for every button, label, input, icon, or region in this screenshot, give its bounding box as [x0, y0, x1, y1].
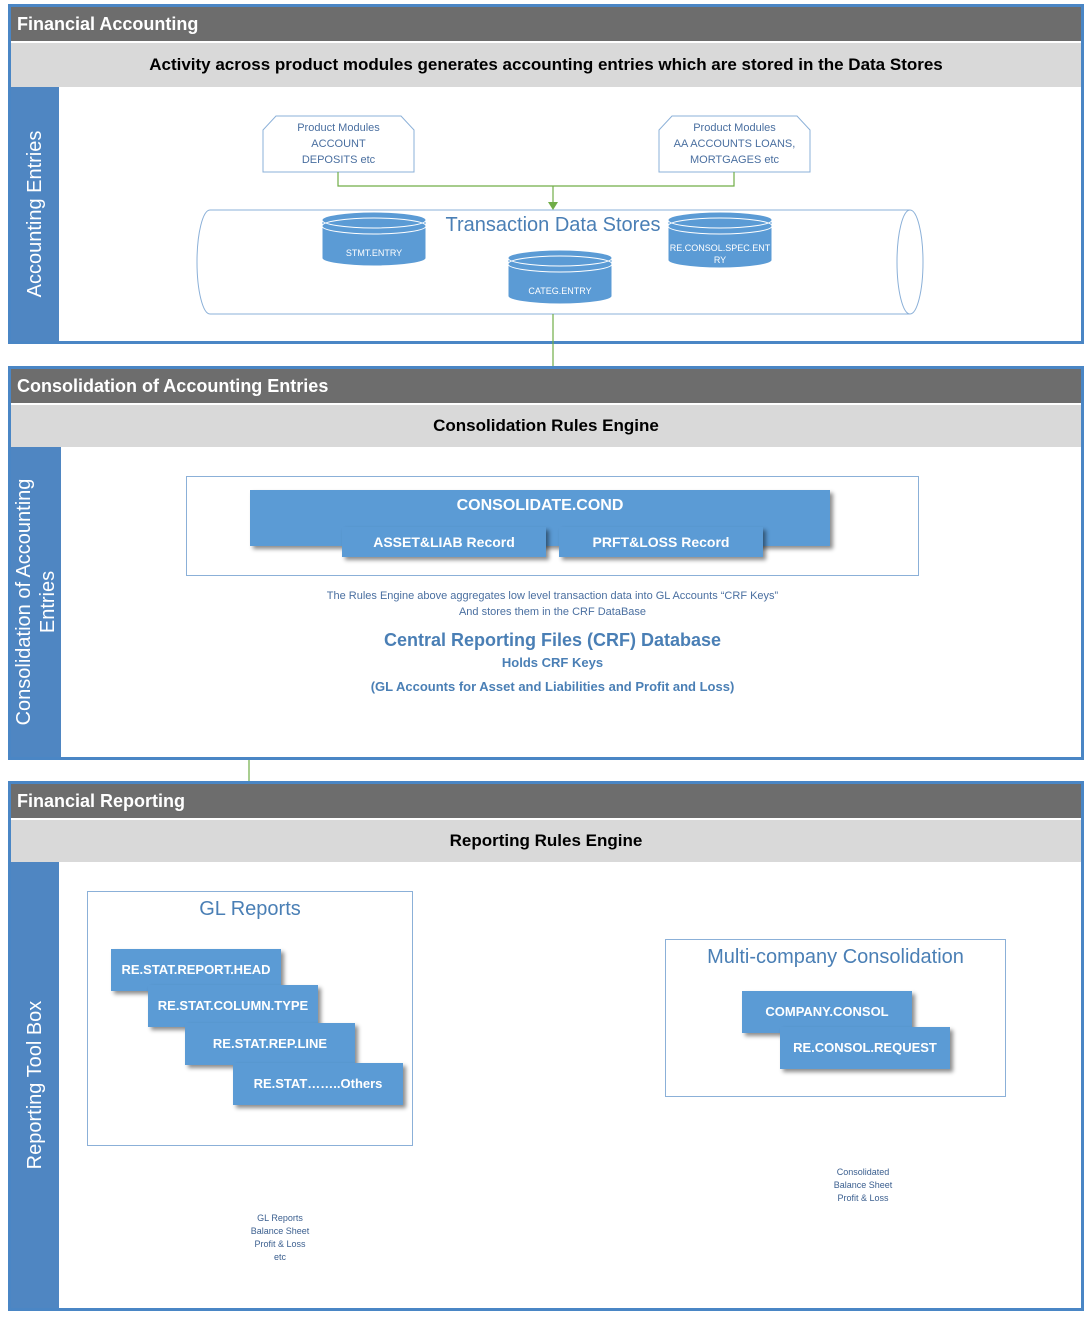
side-band-reporting-tool-box [11, 862, 59, 1308]
gl-output-line-3: Profit & Loss [254, 1239, 306, 1249]
asset-liab-record-box: ASSET&LIAB Record [342, 527, 546, 557]
section-header-financial-reporting: Financial Reporting [11, 784, 1081, 818]
side-label-reporting-tool-box: Reporting Tool Box [24, 1000, 46, 1170]
gl-output-line-1: GL Reports [257, 1213, 303, 1223]
re-stat-report-head-box: RE.STAT.REPORT.HEAD [111, 949, 281, 991]
consolidate-note-line-1: The Rules Engine above aggregates low le… [326, 590, 779, 602]
db-label-categ-entry: CATEG.ENTRY [528, 286, 592, 296]
prft-loss-record-box: PRFT&LOSS Record [559, 527, 763, 557]
section-header-consolidation: Consolidation of Accounting Entries [11, 369, 1081, 403]
section-subheader-consolidation: Consolidation Rules Engine [11, 403, 1081, 447]
product-module-1-line-1: Product Modules [297, 122, 380, 134]
consolidated-output-line-3: Profit & Loss [837, 1193, 889, 1203]
re-stat-rep-line-box: RE.STAT.REP.LINE [185, 1023, 355, 1065]
db-cylinder-re-consol-spec-entry [667, 211, 773, 269]
product-module-2-line-3: MORTGAGES etc [689, 154, 780, 166]
multi-company-title: Multi-company Consolidation [707, 946, 964, 968]
db-label-stmt-entry: STMT.ENTRY [345, 248, 403, 258]
transaction-store-title: Transaction Data Stores [445, 214, 661, 236]
crf-database-line-2: (GL Accounts for Asset and Liabilities a… [370, 679, 735, 694]
product-module-1-line-2: ACCOUNT [311, 138, 366, 150]
re-stat-others-box: RE.STAT……..Others [233, 1063, 403, 1105]
section-subheader-financial-reporting: Reporting Rules Engine [11, 818, 1081, 862]
section-header-financial-accounting: Financial Accounting [11, 7, 1081, 41]
gl-output-line-4: etc [273, 1252, 286, 1262]
gl-output-document-text: GL Reports Balance Sheet Profit & Loss e… [205, 1212, 355, 1264]
gl-reports-title: GL Reports [199, 898, 301, 920]
consolidate-note: The Rules Engine above aggregates low le… [186, 588, 919, 620]
side-band-consolidation [11, 447, 61, 757]
crf-database-line-1: Holds CRF Keys [501, 655, 604, 670]
product-module-2-line-2: AA ACCOUNTS LOANS, [673, 138, 796, 150]
db-cylinder-categ-entry [507, 249, 613, 305]
section-subheader-financial-accounting: Activity across product modules generate… [11, 41, 1081, 87]
consolidated-output-line-2: Balance Sheet [833, 1180, 893, 1190]
gl-output-line-2: Balance Sheet [250, 1226, 310, 1236]
side-label-consolidation-line-2: Entries [37, 570, 59, 634]
consolidated-output-document-text: Consolidated Balance Sheet Profit & Loss [798, 1166, 928, 1205]
consolidate-note-line-2: And stores them in the CRF DataBase [458, 606, 647, 618]
product-module-2-line-1: Product Modules [693, 122, 776, 134]
db-label-re-consol-spec-entry: RE.CONSOL.SPEC.ENT RY [669, 243, 771, 265]
product-module-1: Product Modules ACCOUNT DEPOSITS etc [263, 120, 414, 168]
product-module-2: Product Modules AA ACCOUNTS LOANS, MORTG… [659, 120, 810, 168]
company-consol-box: COMPANY.CONSOL [742, 991, 912, 1033]
side-band-accounting-entries [11, 87, 59, 341]
side-label-consolidation: Consolidation of Accounting Entries [12, 447, 60, 757]
re-consol-request-box: RE.CONSOL.REQUEST [780, 1027, 950, 1069]
product-module-shape-2 [658, 115, 811, 173]
side-label-consolidation-line-1: Consolidation of Accounting [13, 478, 35, 726]
product-module-1-line-3: DEPOSITS etc [301, 154, 376, 166]
product-module-shape-1 [262, 115, 415, 173]
consolidated-output-line-1: Consolidated [836, 1167, 890, 1177]
db-cylinder-stmt-entry [321, 211, 427, 267]
re-stat-column-type-box: RE.STAT.COLUMN.TYPE [148, 985, 318, 1027]
crf-database-title: Central Reporting Files (CRF) Database [383, 630, 722, 650]
